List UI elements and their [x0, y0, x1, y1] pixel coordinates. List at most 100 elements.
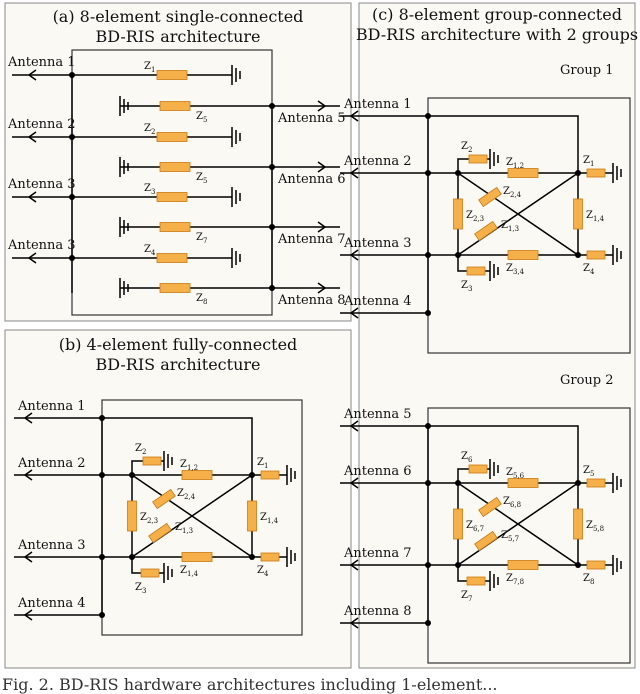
impedance-element	[453, 198, 463, 230]
impedance-label: Z2	[144, 123, 155, 136]
wire	[317, 166, 326, 173]
impedance-label: Z2	[461, 141, 472, 154]
wire	[131, 474, 253, 558]
antenna-label: Antenna 2	[17, 456, 86, 471]
wire	[350, 115, 359, 122]
antenna-label: Antenna 4	[17, 596, 86, 611]
impedance-label: Z4	[583, 263, 595, 276]
wire	[317, 161, 326, 168]
wire	[428, 425, 579, 483]
impedance-label: Z5	[196, 111, 207, 124]
panel-b-title-line2: BD-RIS architecture	[96, 355, 261, 374]
impedance-element	[586, 478, 606, 488]
impedance-element	[586, 168, 606, 178]
antenna-label: Antenna 3	[7, 177, 76, 192]
impedance-element	[156, 192, 188, 202]
wire	[317, 282, 326, 289]
impedance-element	[181, 552, 213, 562]
impedance-element	[507, 250, 539, 260]
impedance-label: Z2	[135, 443, 146, 456]
impedance-label: Z3,4	[506, 263, 525, 276]
panel-c-title-line1: (c) 8-element group-connected	[372, 5, 622, 24]
impedance-element	[247, 500, 257, 532]
impedance-element	[152, 488, 176, 510]
impedance-label: Z1	[257, 457, 268, 470]
wire	[28, 257, 37, 264]
impedance-element	[159, 101, 191, 111]
impedance-label: Z7,8	[506, 573, 524, 586]
antenna-label: Antenna 3	[17, 538, 86, 553]
panel-a-frame	[4, 2, 352, 322]
panel-a-title-line1: (a) 8-element single-connected	[53, 7, 304, 26]
wire	[317, 226, 326, 233]
wire	[28, 252, 37, 259]
junction-dot	[269, 224, 275, 230]
junction-dot	[269, 103, 275, 109]
antenna-label: Antenna 6	[343, 464, 412, 479]
impedance-element	[156, 70, 188, 80]
impedance-element	[468, 154, 488, 164]
impedance-element	[260, 552, 280, 562]
impedance-label: Z8	[196, 293, 207, 306]
antenna-label: Antenna 8	[343, 604, 412, 619]
antenna-label: Antenna 2	[7, 117, 76, 132]
impedance-element	[181, 470, 213, 480]
impedance-element	[159, 162, 191, 172]
wire	[350, 617, 359, 624]
antenna-label: Antenna 4	[343, 294, 412, 309]
wire	[350, 307, 359, 314]
junction-dot	[269, 164, 275, 170]
wire	[350, 482, 359, 489]
impedance-label: Z5,8	[586, 520, 604, 533]
panel-c-title-line2: BD-RIS architecture with 2 groups	[356, 25, 638, 44]
wire	[350, 420, 359, 427]
impedance-element	[140, 568, 160, 578]
impedance-element	[573, 508, 583, 540]
wire	[28, 131, 37, 138]
wire	[24, 469, 33, 476]
wire	[317, 105, 326, 112]
impedance-label: Z5,7	[501, 530, 519, 543]
antenna-label: Antenna 5	[343, 407, 412, 422]
impedance-element	[573, 198, 583, 230]
wire	[457, 482, 579, 566]
impedance-label: Z2,3	[466, 210, 484, 223]
antenna-label: Antenna 6	[277, 172, 346, 187]
impedance-element	[148, 522, 172, 544]
panel-a-title-line2: BD-RIS architecture	[96, 27, 261, 46]
wire	[28, 191, 37, 198]
antenna-label: Antenna 1	[17, 399, 86, 414]
impedance-label: Z6,8	[503, 496, 521, 509]
impedance-label: Z1,4	[180, 565, 199, 578]
impedance-label: Z7	[461, 590, 472, 603]
antenna-label: Antenna 3	[7, 238, 76, 253]
impedance-label: Z6	[461, 451, 473, 464]
group-label: Group 2	[560, 373, 614, 388]
impedance-element	[260, 470, 280, 480]
impedance-element	[507, 168, 539, 178]
wire	[428, 115, 579, 173]
wire	[317, 100, 326, 107]
panel-b-frame	[4, 329, 352, 669]
impedance-element	[142, 456, 162, 466]
impedance-element	[507, 478, 539, 488]
impedance-label: Z5	[583, 465, 594, 478]
impedance-label: Z1,4	[586, 210, 605, 223]
impedance-label: Z8	[583, 573, 594, 586]
wire	[102, 417, 253, 475]
impedance-element	[474, 220, 498, 242]
antenna-label: Antenna 2	[343, 154, 412, 169]
impedance-element	[586, 560, 606, 570]
wire	[317, 287, 326, 294]
impedance-element	[507, 560, 539, 570]
wire	[350, 254, 359, 261]
impedance-label: Z1,3	[501, 220, 519, 233]
impedance-label: Z5	[196, 172, 207, 185]
wire	[350, 425, 359, 432]
wire	[28, 74, 37, 81]
impedance-label: Z3	[144, 183, 155, 196]
wire	[350, 249, 359, 256]
wire	[28, 69, 37, 76]
panel-b-title-line1: (b) 4-element fully-connected	[59, 335, 298, 354]
antenna-label: Antenna 1	[343, 97, 412, 112]
